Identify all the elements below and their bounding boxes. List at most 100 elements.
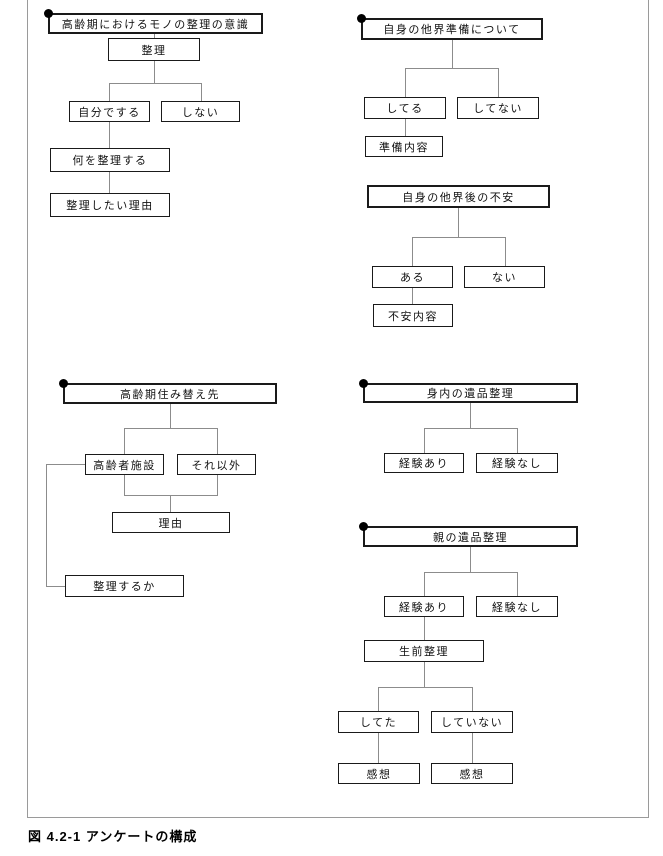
- connector: [458, 208, 459, 237]
- connector: [424, 428, 425, 453]
- node-fuan-aru: ある: [372, 266, 453, 288]
- connector: [472, 733, 473, 763]
- node-label: しない: [181, 106, 220, 119]
- connector: [170, 495, 171, 512]
- node-label: 経験あり: [399, 458, 449, 470]
- node-label: 経験なし: [492, 458, 542, 470]
- tree-start-dot: [359, 379, 368, 388]
- node-label: 感想: [366, 768, 392, 781]
- node-label: 自分でする: [78, 106, 141, 119]
- node-label: ある: [400, 272, 425, 284]
- connector: [470, 547, 471, 572]
- node-oya-ihin-root: 親の遺品整理: [359, 522, 578, 547]
- connector: [109, 122, 110, 148]
- frame-border-right: [648, 0, 649, 817]
- connector: [217, 475, 218, 495]
- node-oya-keiken-nashi: 経験なし: [476, 596, 558, 617]
- node-label: 不安内容: [388, 310, 438, 323]
- node-miuchi-ihin-root: 身内の遺品整理: [359, 379, 578, 403]
- node-oya-keiken-ari: 経験あり: [384, 596, 464, 617]
- connector: [424, 572, 425, 596]
- node-label: 自身の他界後の不安: [402, 191, 515, 204]
- connector: [452, 40, 453, 68]
- connector: [154, 34, 155, 38]
- connector: [405, 119, 406, 136]
- node-shiteinai: していない: [431, 711, 513, 733]
- node-koureisha-shisetsu: 高齢者施設: [85, 454, 164, 475]
- node-label: 自身の他界準備について: [383, 24, 521, 36]
- node-label: 整理したい理由: [66, 200, 154, 212]
- node-shitenai: してない: [457, 97, 539, 119]
- connector: [498, 68, 499, 97]
- node-label: してる: [386, 103, 424, 115]
- tree-start-dot: [44, 9, 53, 18]
- tree-start-dot: [359, 522, 368, 531]
- connector: [412, 237, 506, 238]
- node-takai-junbi-root: 自身の他界準備について: [357, 14, 543, 40]
- node-nani-wo-seiri: 何を整理する: [50, 148, 170, 172]
- node-label: 準備内容: [379, 141, 429, 154]
- node-jibun-de-suru: 自分でする: [69, 101, 150, 122]
- node-seiri-suruka: 整理するか: [65, 575, 184, 597]
- node-label: 高齢期住み替え先: [120, 388, 220, 401]
- connector: [46, 464, 85, 465]
- connector: [424, 617, 425, 640]
- node-miuchi-keiken-nashi: 経験なし: [476, 453, 558, 473]
- node-label: してない: [473, 103, 523, 115]
- node-seizen-seiri: 生前整理: [364, 640, 484, 662]
- connector: [405, 68, 406, 97]
- connector: [170, 404, 171, 428]
- connector: [412, 288, 413, 304]
- connector: [405, 68, 499, 69]
- node-mono-seiri-root: 高齢期におけるモノの整理の意識: [44, 9, 263, 34]
- tree-start-dot: [59, 379, 68, 388]
- node-kanso-shiteta: 感想: [338, 763, 420, 784]
- tree-start-dot: [357, 14, 366, 23]
- connector: [505, 237, 506, 266]
- connector: [470, 403, 471, 428]
- connector: [201, 83, 202, 101]
- node-label: 整理するか: [93, 581, 156, 593]
- node-sumikae-riyu: 理由: [112, 512, 230, 533]
- node-fuan-naiyo: 不安内容: [373, 304, 453, 327]
- node-label: していない: [440, 717, 504, 729]
- node-label: 高齢者施設: [93, 459, 156, 472]
- node-label: 経験なし: [492, 601, 542, 614]
- connector: [124, 475, 125, 495]
- connector: [154, 61, 155, 83]
- node-seiri-shitai-riyu: 整理したい理由: [50, 193, 170, 217]
- connector: [124, 428, 218, 429]
- node-kanso-shiteinai: 感想: [431, 763, 513, 784]
- connector: [46, 464, 47, 586]
- connector: [109, 83, 110, 101]
- node-sumikae-root: 高齢期住み替え先: [59, 379, 277, 404]
- node-label: 生前整理: [399, 646, 449, 658]
- node-fuan-nai: ない: [464, 266, 545, 288]
- node-sore-igai: それ以外: [177, 454, 256, 475]
- node-shiteta: してた: [338, 711, 419, 733]
- node-label: 親の遺品整理: [433, 531, 508, 544]
- connector: [378, 733, 379, 763]
- connector: [109, 172, 110, 193]
- node-label: 身内の遺品整理: [426, 388, 515, 400]
- node-label: してた: [359, 717, 398, 729]
- connector: [378, 687, 379, 711]
- connector: [412, 237, 413, 266]
- node-shiteru: してる: [364, 97, 446, 119]
- connector: [424, 662, 425, 687]
- connector: [217, 428, 218, 454]
- node-miuchi-keiken-ari: 経験あり: [384, 453, 464, 473]
- connector: [109, 83, 202, 84]
- node-takaigo-fuan-header: 自身の他界後の不安: [367, 185, 550, 208]
- connector: [124, 495, 218, 496]
- node-label: 整理: [141, 44, 167, 57]
- node-label: 経験あり: [399, 601, 449, 614]
- node-label: 高齢期におけるモノの整理の意識: [61, 18, 250, 31]
- node-label: ない: [492, 272, 517, 284]
- connector: [424, 428, 518, 429]
- node-junbi-naiyo: 準備内容: [365, 136, 443, 157]
- node-label: それ以外: [191, 459, 242, 472]
- connector: [378, 687, 473, 688]
- connector: [517, 428, 518, 453]
